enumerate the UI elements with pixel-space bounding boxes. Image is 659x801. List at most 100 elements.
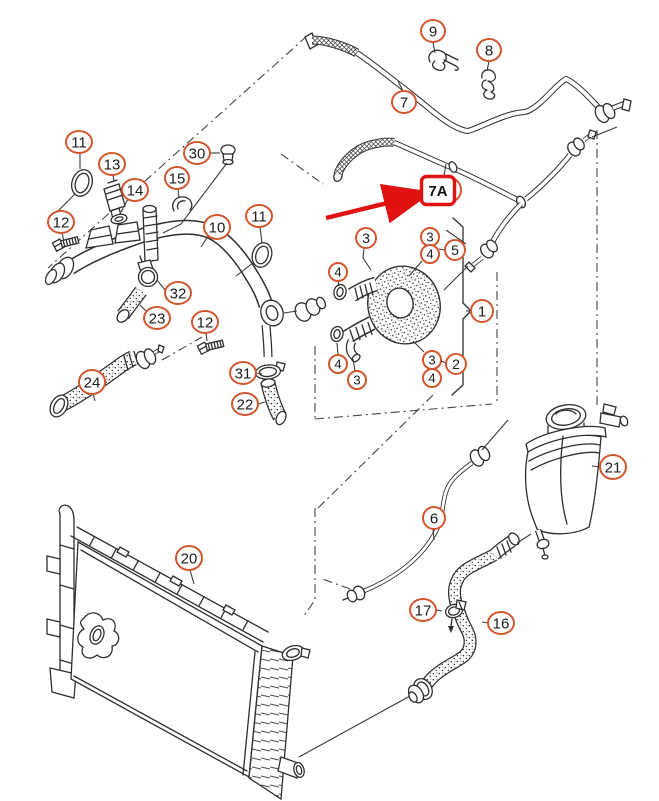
callout-17[interactable] [409, 598, 437, 622]
callout-label-13: 13 [104, 156, 121, 173]
callout-label-4: 4 [334, 357, 341, 372]
pipe-7-braid [311, 36, 359, 57]
callout-7[interactable] [391, 90, 417, 114]
plug-30 [220, 144, 236, 166]
callout-label-3: 3 [428, 353, 435, 368]
bolt-12-mid [196, 339, 225, 356]
callout-4[interactable] [328, 262, 348, 282]
callout-20[interactable] [175, 545, 203, 571]
highlight-label-7a: 7A [428, 183, 447, 200]
callout-label-4: 4 [428, 371, 435, 386]
oring-11-left [70, 169, 94, 197]
callout-label-24: 24 [84, 374, 101, 391]
callout-4[interactable] [328, 354, 348, 374]
callout-label-9: 9 [429, 23, 437, 40]
callout-label-20: 20 [181, 550, 198, 567]
callout-11[interactable] [65, 130, 93, 154]
callout-14[interactable] [121, 178, 149, 202]
seal-14 [110, 213, 128, 225]
callout-label-23: 23 [149, 310, 166, 327]
engine-pipe-10 [44, 204, 284, 358]
callout-label-10: 10 [209, 219, 226, 236]
callout-label-30: 30 [189, 145, 206, 162]
callout-32[interactable] [164, 281, 192, 305]
callout-label-17: 17 [415, 602, 432, 619]
callout-label-12: 12 [53, 214, 70, 231]
vent-pipe-6 [342, 445, 491, 603]
callout-label-5: 5 [451, 242, 459, 258]
callout-label-4: 4 [426, 247, 433, 262]
callout-label-4: 4 [334, 265, 341, 280]
callout-2[interactable] [445, 353, 467, 375]
ribbed-column [142, 204, 159, 263]
callout-3[interactable] [347, 370, 367, 390]
highlight-layer: 7A [325, 163, 462, 224]
callout-label-7: 7 [400, 94, 408, 111]
clamp-31 [254, 361, 286, 380]
callout-16[interactable] [487, 611, 515, 635]
hose-23 [116, 286, 147, 323]
callout-5[interactable] [444, 239, 466, 261]
callout-4[interactable] [420, 244, 440, 264]
expansion-tank [524, 403, 629, 560]
oring-11-right [251, 242, 273, 268]
clip-17 [444, 599, 467, 633]
callout-12[interactable] [47, 210, 75, 234]
clamp-8 [481, 69, 497, 100]
hose-16 [407, 532, 520, 704]
hose-end-3-bottom [349, 321, 373, 343]
callout-4[interactable] [422, 368, 442, 388]
radiator-right-tank [242, 644, 311, 801]
callout-9[interactable] [420, 19, 446, 43]
pipe-7a-braid [334, 138, 395, 176]
callout-11[interactable] [245, 204, 273, 228]
callout-label-1: 1 [478, 303, 486, 320]
callout-30[interactable] [183, 141, 211, 165]
callout-label-21: 21 [605, 459, 622, 476]
callout-label-11: 11 [251, 208, 267, 225]
callout-label-15: 15 [169, 170, 186, 187]
clamp-32 [137, 255, 159, 288]
callout-31[interactable] [229, 361, 257, 385]
callout-8[interactable] [476, 38, 502, 62]
hose-end-3-top [354, 282, 374, 301]
callout-label-16: 16 [493, 615, 510, 632]
highlight-arrow [325, 183, 433, 224]
callout-15[interactable] [164, 166, 190, 190]
clip-15 [172, 196, 193, 212]
callout-label-12: 12 [197, 314, 214, 331]
callout-10[interactable] [203, 214, 231, 240]
callout-6[interactable] [422, 506, 446, 530]
callout-12[interactable] [191, 310, 219, 334]
tank-bottom-fitting [536, 538, 550, 550]
callout-13[interactable] [98, 152, 126, 176]
radiator [46, 504, 311, 801]
hose-24 [49, 344, 165, 418]
callout-label-11: 11 [71, 134, 87, 151]
callout-21[interactable] [599, 454, 627, 480]
tank-body [524, 434, 602, 535]
callout-label-31: 31 [235, 365, 252, 382]
leader-lines [57, 126, 618, 758]
highlight-box-7a[interactable] [419, 174, 457, 207]
callout-label-3: 3 [426, 230, 433, 245]
clamp-9 [428, 49, 459, 72]
callout-label-22: 22 [237, 396, 254, 413]
callout-label-2: 2 [452, 356, 460, 372]
callout-24[interactable] [78, 369, 106, 395]
hose-loop-assembly [294, 217, 472, 396]
callout-label-3: 3 [353, 373, 360, 388]
callout-23[interactable] [143, 306, 171, 330]
callout-3[interactable] [355, 227, 377, 249]
callout-label-3: 3 [362, 230, 370, 246]
callout-label-8: 8 [485, 42, 493, 59]
callout-label-6: 6 [430, 510, 438, 527]
hose-22 [260, 378, 287, 426]
callout-label-14: 14 [127, 182, 144, 199]
pipe-7a [333, 129, 597, 273]
callout-1[interactable] [470, 299, 494, 323]
callout-22[interactable] [231, 392, 259, 416]
